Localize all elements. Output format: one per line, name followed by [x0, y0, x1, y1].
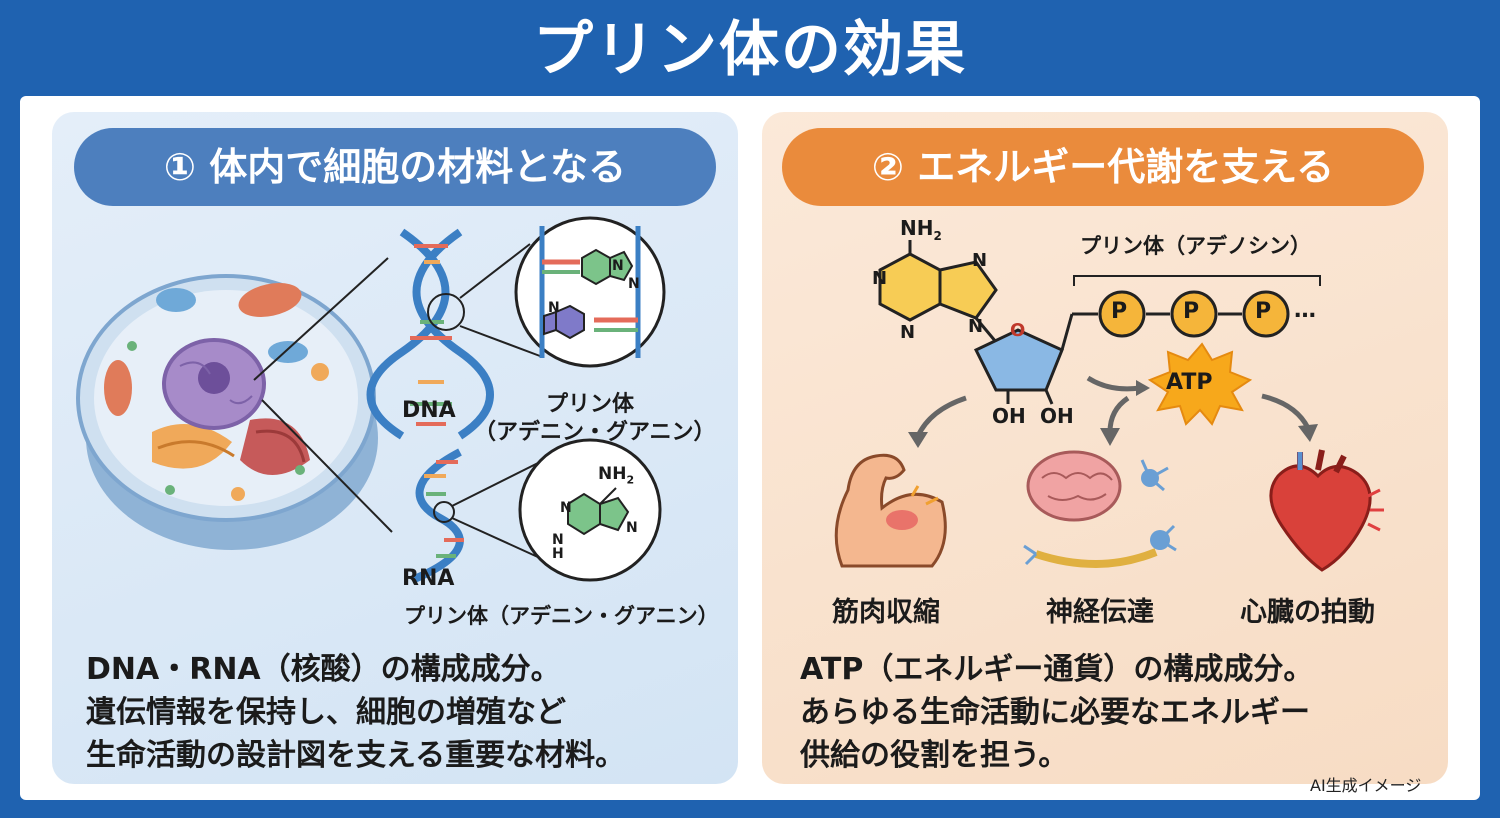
left-nh2-label: NH2 [598, 464, 635, 487]
right-description-line: ATP（エネルギー通貨）の構成成分。 [800, 652, 1314, 687]
right-n-atom-2: N [900, 322, 916, 343]
phosphate-label-1: P [1111, 299, 1128, 324]
adenine-structure [878, 240, 998, 343]
ai-generated-credit: AI生成イメージ [1310, 776, 1422, 795]
dna-helix [366, 228, 541, 440]
right-n-atom-1: N [872, 268, 888, 289]
phosphate-1 [1098, 290, 1146, 338]
phosphate-2 [1170, 290, 1218, 338]
left-section-header: ① 体内で細胞の材料となる [74, 128, 716, 206]
atp-starburst [1147, 342, 1253, 426]
dna-purine-label-line2: （アデニン・グアニン） [474, 420, 716, 445]
dna-label: DNA [402, 398, 456, 423]
right-description: ATP（エネルギー通貨）の構成成分。 あらゆる生命活動に必要なエネルギー 供給の… [800, 648, 1313, 777]
left-description: DNA・RNA（核酸）の構成成分。 遺伝情報を保持し、細胞の増殖など 生命活動の… [86, 648, 625, 777]
left-h-atom: H [552, 546, 564, 562]
left-description-line: DNA・RNA（核酸）の構成成分。 [86, 652, 561, 687]
effect-nerve-transmission: 神経伝達 [1046, 597, 1154, 628]
rna-purine-label: プリン体（アデニン・グアニン） [404, 604, 719, 628]
rna-label: RNA [402, 566, 455, 591]
left-n-atom-1: N [612, 258, 624, 274]
left-n-atom-6: N [552, 532, 564, 548]
dna-purine-label-line1: プリン体 [546, 392, 635, 417]
zoom-lines [253, 257, 393, 533]
right-panel [762, 112, 1448, 784]
phosphate-3 [1242, 290, 1290, 338]
atp-label: ATP [1166, 370, 1213, 395]
phosphate-ellipsis: … [1294, 298, 1316, 323]
energy-arrows [908, 375, 1318, 448]
left-n-atom-4: N [560, 500, 572, 516]
effect-heartbeat: 心臓の拍動 [1240, 597, 1375, 628]
right-nh2-label: NH2 [900, 216, 942, 243]
phosphate-chain [1072, 275, 1321, 338]
left-description-line: 生命活動の設計図を支える重要な材料。 [86, 738, 626, 773]
page-title: プリン体の効果 [533, 15, 967, 85]
brain-neuron-icon [1023, 450, 1177, 569]
oh-label-1: OH [992, 404, 1026, 428]
right-n-atom-4: N [968, 316, 984, 337]
left-n-atom-5: N [626, 520, 638, 536]
adenosine-label: プリン体（アデノシン） [1080, 234, 1311, 258]
ribose-oxygen: O [1010, 320, 1026, 341]
left-n-atom-2: N [628, 276, 640, 292]
ribose-ring [973, 313, 1074, 405]
right-section-header: ② エネルギー代謝を支える [782, 128, 1424, 206]
right-n-atom-3: N [972, 250, 988, 271]
oh-label-2: OH [1040, 404, 1074, 428]
muscle-icon [834, 453, 947, 568]
effect-muscle-contraction: 筋肉収縮 [832, 597, 940, 628]
right-description-line: あらゆる生命活動に必要なエネルギー [800, 695, 1310, 730]
rna-strand [410, 448, 541, 584]
dna-zoom-circle [514, 216, 666, 368]
cell-illustration [76, 274, 378, 550]
phosphate-label-2: P [1183, 299, 1200, 324]
rna-zoom-circle [518, 438, 662, 582]
right-description-line: 供給の役割を担う。 [800, 738, 1069, 773]
phosphate-label-3: P [1255, 299, 1272, 324]
left-description-line: 遺伝情報を保持し、細胞の増殖など [86, 695, 566, 730]
heart-icon [1269, 449, 1384, 572]
left-n-atom-3: N [548, 300, 560, 316]
